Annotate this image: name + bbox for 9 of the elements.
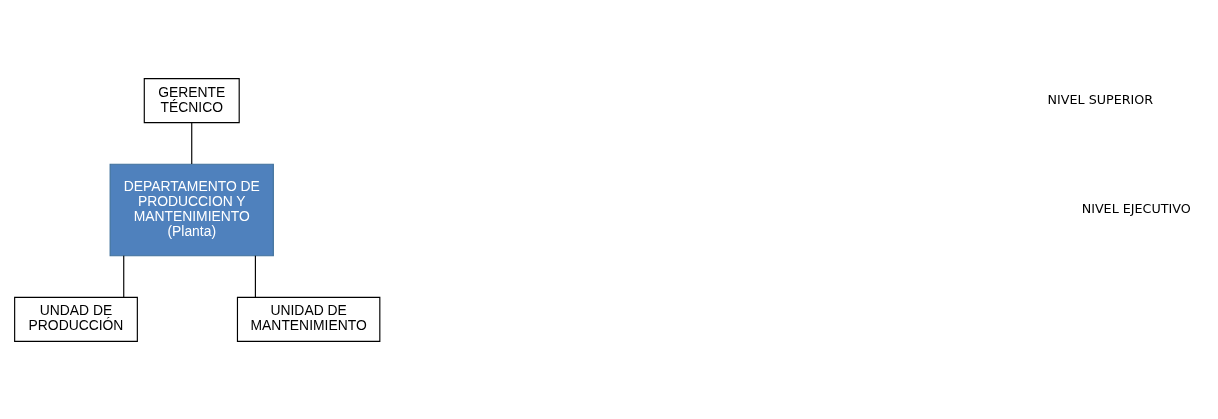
node-box: GERENTE TÉCNICO: [143, 77, 240, 123]
connector: [254, 254, 256, 298]
node-box: UNIDAD DE MANTENIMIENTO: [236, 296, 381, 342]
connector: [123, 254, 125, 298]
label: NIVEL EJECUTIVO: [1081, 200, 1191, 216]
label: NIVEL SUPERIOR: [1047, 91, 1154, 107]
node-box: UNDAD DE PRODUCCIÓN: [14, 296, 138, 342]
connector: [191, 121, 193, 165]
node-box: DEPARTAMENTO DE PRODUCCION Y MANTENIMIENTO (Planta): [109, 163, 274, 256]
